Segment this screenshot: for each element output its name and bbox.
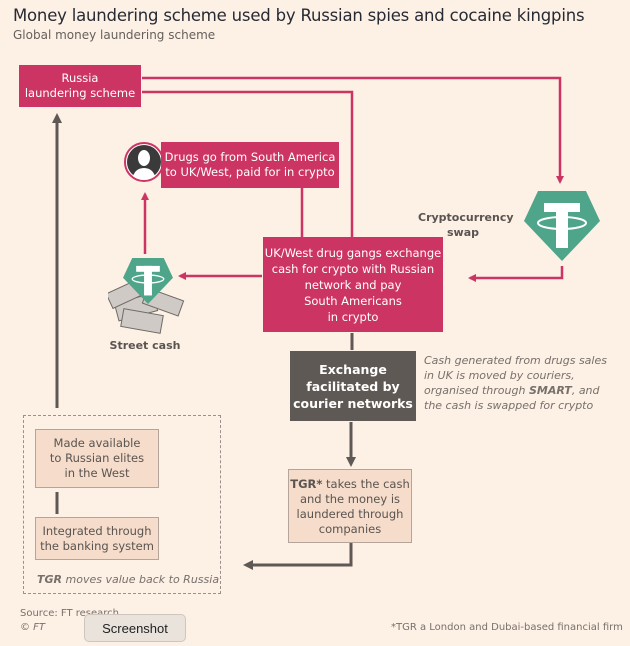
integrated-banking-box: Integrated through the banking system <box>35 517 159 560</box>
copyright: © FT <box>20 622 46 633</box>
smart-bold: SMART <box>528 384 572 397</box>
note-text: Cash generated from drugs sales in UK is… <box>424 354 607 397</box>
chart-title: Money laundering scheme used by Russian … <box>13 6 585 25</box>
street-cash-illustration <box>105 258 188 338</box>
tgr-return-region <box>23 415 221 594</box>
person-icon <box>127 145 161 180</box>
uk-drug-gangs-box: UK/West drug gangs exchange cash for cry… <box>263 237 443 332</box>
tgr-takes-text: takes the cash and the money is laundere… <box>296 477 410 536</box>
tgr-takes-cash-box: TGR* takes the cash and the money is lau… <box>288 469 412 543</box>
line-tgr-to-russia-return <box>243 543 353 570</box>
tgr-bold: TGR <box>37 573 63 586</box>
crypto-swap-label: Cryptocurrency swap <box>418 211 514 239</box>
line-russia-to-swap <box>142 76 564 184</box>
courier-note: Cash generated from drugs sales in UK is… <box>424 353 620 413</box>
tgr-moves-label: TGR moves value back to Russia <box>37 572 219 587</box>
note-text-end: , and the cash is swapped for crypto <box>424 384 600 412</box>
line-russia-to-center <box>142 90 354 238</box>
drug-dealer-avatar <box>124 142 164 182</box>
made-available-box: Made available to Russian elites in the … <box>35 429 159 488</box>
chart-subtitle: Global money laundering scheme <box>13 28 216 42</box>
source-note: Source: FT research <box>20 608 120 619</box>
russia-laundering-box: Russia laundering scheme <box>19 65 141 107</box>
line-swap-to-center <box>468 266 564 282</box>
courier-exchange-box: Exchange facilitated by courier networks <box>290 351 416 421</box>
drugs-box: Drugs go from South America to UK/West, … <box>161 142 339 188</box>
tether-icon <box>123 258 173 304</box>
tgr-bold: TGR* <box>290 477 323 491</box>
tether-icon <box>524 191 600 261</box>
street-cash-label: Street cash <box>109 339 181 352</box>
tgr-moves-text: moves value back to Russia <box>62 573 220 586</box>
screenshot-tooltip: Screenshot <box>84 614 186 642</box>
footnote: *TGR a London and Dubai-based financial … <box>391 622 623 633</box>
